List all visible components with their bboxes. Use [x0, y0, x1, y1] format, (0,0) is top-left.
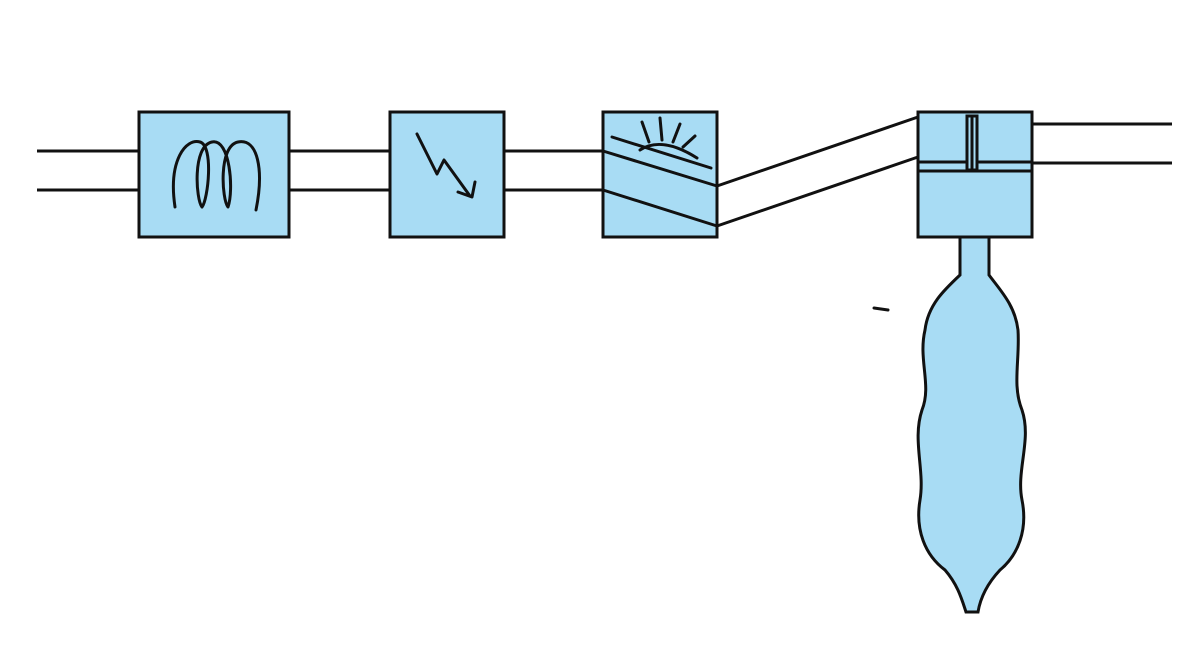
- input-pipe: [37, 149, 139, 192]
- connector-pipe-1: [289, 149, 390, 192]
- plume-icon: [916, 235, 1027, 614]
- stage-sunrise-box: [601, 110, 719, 239]
- sunrise-slope-icon: [610, 116, 713, 170]
- stage-lightning-box: [388, 110, 506, 239]
- connector-pipe-3: [716, 115, 919, 228]
- connector-pipe-2: [504, 149, 603, 192]
- stage-splitter-box: [916, 110, 1034, 239]
- lightning-arrow-icon: [415, 132, 472, 198]
- stage-coil-box: [137, 110, 291, 239]
- coil-icon: [172, 140, 261, 212]
- stray-mark: [872, 306, 890, 312]
- output-pipe: [1032, 122, 1172, 165]
- splitter-valve-icon: [916, 114, 1034, 173]
